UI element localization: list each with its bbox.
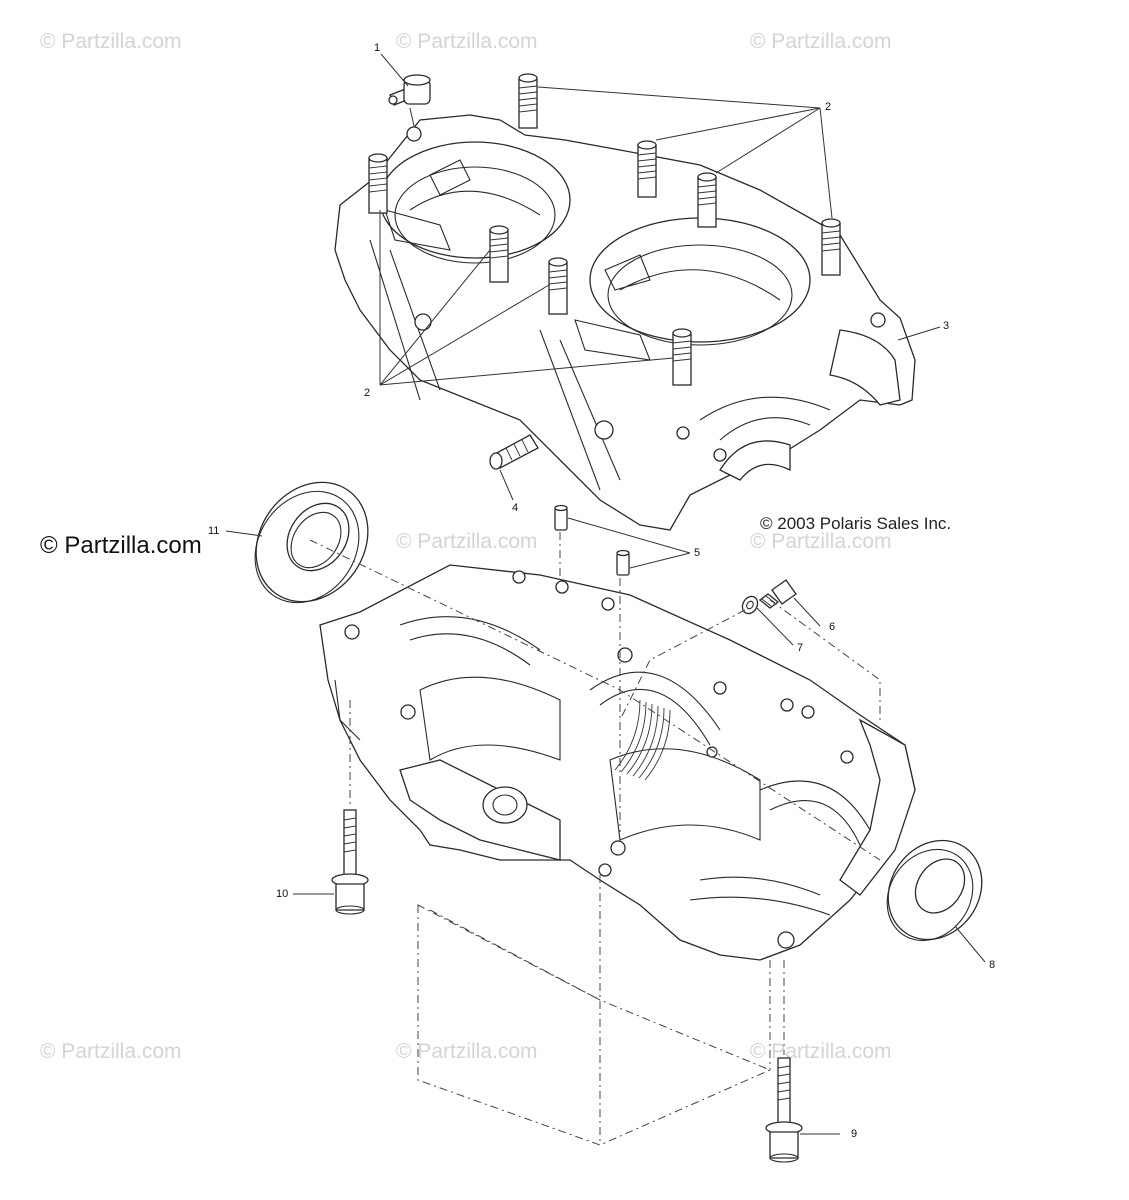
callout-7: 7 [797,642,804,654]
partzilla-watermark: © Partzilla.com [40,532,202,559]
callout-5: 5 [694,547,701,559]
stud [697,172,717,228]
leader-lines [225,53,986,1135]
watermark: © Partzilla.com [396,530,538,553]
watermark: © Partzilla.com [750,30,892,53]
watermark: © Partzilla.com [396,1040,538,1063]
watermark: © Partzilla.com [750,1040,892,1063]
callout-10: 10 [276,888,289,900]
upper-crankcase [334,73,916,531]
pin [489,434,539,470]
callout-11: 11 [208,525,220,537]
stud [489,225,509,283]
stud [637,140,657,198]
watermark: © Partzilla.com [40,1040,182,1063]
bolt [758,579,797,609]
callout-6: 6 [829,621,836,633]
watermark: © Partzilla.com [750,530,892,553]
stud [672,328,692,386]
washer [741,595,759,615]
callout-3: 3 [943,320,950,332]
elbow-fitting [388,74,431,106]
watermark: © Partzilla.com [40,30,182,53]
dowel-pin [554,504,568,531]
callout-2: 2 [825,101,832,113]
callout-9: 9 [851,1128,858,1140]
callout-1: 1 [374,42,381,54]
callout-2: 2 [364,387,371,399]
callout-8: 8 [989,959,996,971]
bolt [765,1057,803,1163]
copyright-notice: © 2003 Polaris Sales Inc. [760,514,952,533]
callout-4: 4 [512,502,519,514]
stud [368,153,388,214]
bolt [331,809,369,915]
lower-crankcase [319,564,916,961]
watermark: © Partzilla.com [396,30,538,53]
stud [821,218,841,276]
stud [518,73,538,129]
oil-seal [886,839,983,942]
stud [548,257,568,315]
oil-seal [254,481,369,604]
dowel-pin [616,549,630,576]
assembly-lines [309,532,881,1146]
